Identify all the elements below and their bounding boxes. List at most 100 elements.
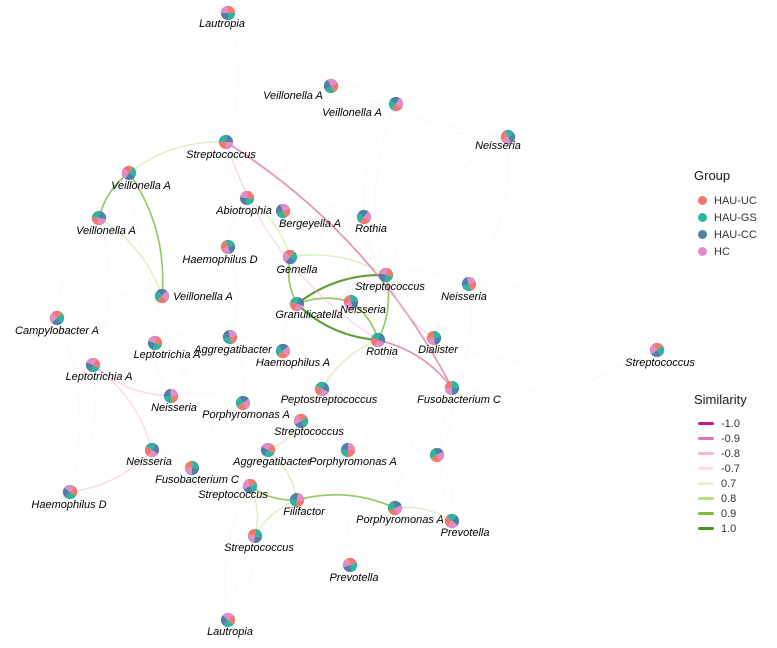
- pie-slice: [344, 302, 353, 309]
- node-label: Veillonella A: [322, 107, 382, 119]
- node-pie: [275, 203, 291, 219]
- similarity-legend-label: -1.0: [721, 417, 740, 430]
- pie-slice: [445, 388, 453, 396]
- pie-slice: [152, 343, 162, 351]
- pie-outline: [220, 239, 236, 255]
- node-pie: [62, 484, 78, 500]
- node-layer: [49, 5, 665, 628]
- pie-slice: [129, 167, 136, 178]
- pie-slice: [228, 614, 235, 625]
- edge: [161, 295, 231, 338]
- node-label: Streptococcus: [274, 426, 344, 438]
- similarity-color-swatch: [698, 452, 714, 455]
- pie-slice: [297, 493, 305, 501]
- pie-outline: [343, 294, 359, 310]
- pie-outline: [235, 395, 251, 411]
- pie-slice: [452, 515, 460, 526]
- node-pie: [154, 288, 170, 304]
- node-pie: [500, 129, 516, 145]
- pie-slice: [375, 340, 385, 348]
- node-label: Fusobacterium C: [155, 474, 239, 486]
- pie-slice: [379, 267, 388, 275]
- node-pie: [289, 492, 305, 508]
- node-pie: [444, 513, 460, 529]
- pie-slice: [392, 104, 402, 112]
- pie-slice: [290, 302, 297, 311]
- pie-slice: [221, 247, 231, 255]
- edge: [385, 274, 435, 339]
- similarity-color-swatch: [698, 482, 714, 485]
- edge: [385, 136, 509, 276]
- pie-slice: [219, 141, 226, 149]
- pie-slice: [430, 455, 441, 463]
- edge: [69, 491, 229, 621]
- pie-slice: [250, 483, 257, 493]
- pie-slice: [350, 562, 358, 572]
- pie-slice: [221, 615, 228, 626]
- pie-slice: [243, 479, 250, 489]
- pie-outline: [163, 388, 179, 404]
- pie-slice: [276, 211, 286, 218]
- group-color-swatch: [698, 213, 707, 222]
- pie-outline: [147, 335, 163, 351]
- node-pie: [242, 478, 258, 494]
- node-pie: [163, 388, 179, 404]
- pie-outline: [275, 203, 291, 219]
- group-legend-label: HAU-CC: [714, 228, 757, 241]
- similarity-color-swatch: [698, 497, 714, 500]
- pie-slice: [290, 492, 298, 500]
- pie-slice: [248, 534, 255, 543]
- pie-slice: [390, 96, 400, 104]
- node-pie: [429, 447, 445, 463]
- node-label: Bergeyella A: [279, 218, 341, 230]
- pie-slice: [220, 240, 228, 250]
- node-label: Streptococcus: [625, 357, 695, 369]
- node-label: Gemella: [277, 264, 318, 276]
- edge: [128, 172, 164, 297]
- pie-slice: [278, 344, 289, 351]
- pie-outline: [239, 190, 255, 206]
- pie-slice: [122, 168, 129, 179]
- pie-slice: [280, 204, 290, 211]
- pie-slice: [243, 486, 253, 493]
- edge: [170, 392, 244, 404]
- node-label: Haemophilus D: [182, 254, 257, 266]
- group-legend-label: HAU-GS: [714, 211, 757, 224]
- pie-slice: [239, 396, 249, 403]
- pie-outline: [144, 442, 160, 458]
- node-label: Prevotella: [330, 572, 379, 584]
- node-label: Neisseria: [340, 304, 386, 316]
- pie-slice: [331, 82, 338, 93]
- pie-outline: [220, 5, 236, 21]
- pie-slice: [427, 338, 435, 345]
- edge: [225, 85, 332, 143]
- pie-outline: [62, 484, 78, 500]
- pie-slice: [223, 330, 230, 339]
- node-pie: [121, 165, 137, 181]
- node-pie: [222, 329, 238, 345]
- edge: [436, 454, 454, 522]
- pie-slice: [444, 381, 452, 389]
- pie-slice: [223, 620, 234, 627]
- pie-outline: [220, 612, 236, 628]
- edge: [289, 216, 365, 258]
- node-pie: [378, 267, 394, 283]
- similarity-legend-item: -1.0: [694, 416, 747, 431]
- pie-slice: [344, 295, 351, 304]
- edge: [321, 339, 379, 390]
- node-pie: [144, 442, 160, 458]
- group-legend-label: HAU-UC: [714, 194, 757, 207]
- pie-slice: [283, 346, 290, 357]
- pie-slice: [92, 211, 101, 218]
- pie-slice: [97, 218, 106, 225]
- pie-slice: [148, 335, 158, 343]
- node-label: Veillonella A: [263, 90, 323, 102]
- pie-slice: [247, 191, 254, 199]
- edge: [289, 254, 387, 276]
- pie-slice: [236, 397, 243, 407]
- edge: [451, 349, 658, 522]
- node-label: Neisseria: [441, 291, 487, 303]
